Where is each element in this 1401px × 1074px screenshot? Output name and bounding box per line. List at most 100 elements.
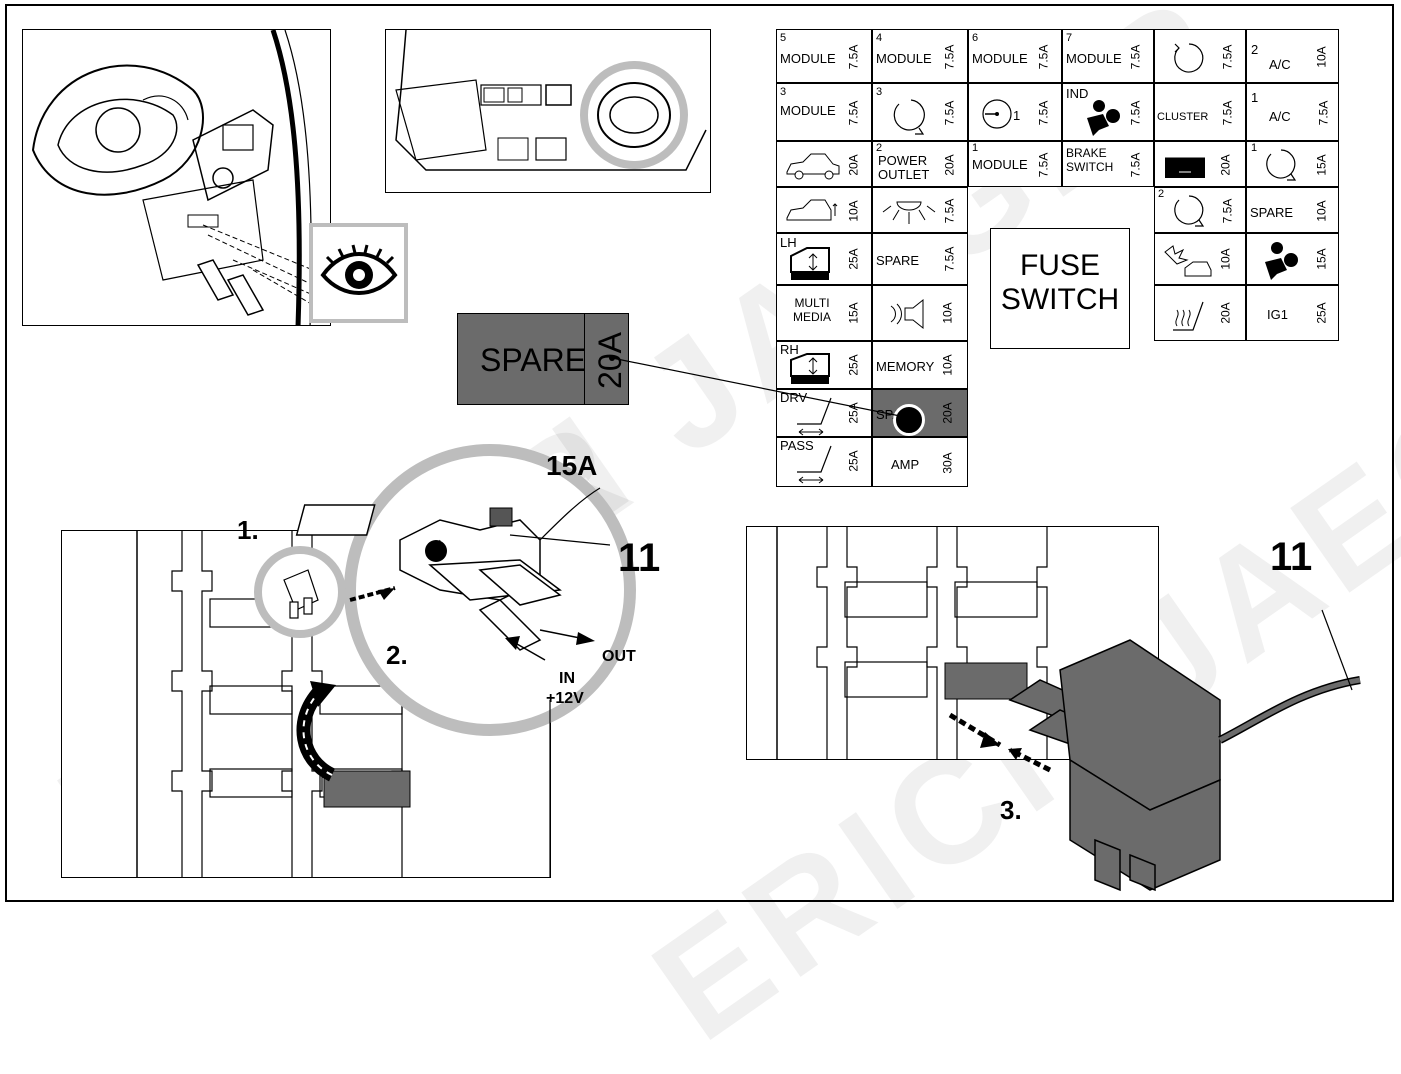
fuse-amp: 25A — [846, 450, 861, 472]
fuse-amp: 10A — [940, 354, 955, 376]
fuse-seat-pass[interactable]: PASS 25A — [776, 437, 872, 487]
fuse-number: 2 — [876, 142, 883, 154]
fuse-module-7[interactable]: 7 MODULE 7.5A — [1062, 29, 1154, 83]
fuse-cluster[interactable]: CLUSTER 7.5A — [1154, 83, 1246, 141]
part-number-label: 11 — [618, 536, 661, 580]
fuse-rotation-2[interactable]: 2 7.5A — [1154, 187, 1246, 233]
fuse-amp: 7.5A — [942, 44, 957, 70]
fuse-switch-label: FUSE SWITCH — [1000, 249, 1120, 316]
fuse-amp: 7.5A — [1220, 100, 1235, 126]
fuse-spare-20a[interactable]: SPARE 20A — [872, 389, 968, 437]
fuse-number: 4 — [876, 32, 883, 44]
fuse-amp: 7.5A — [1220, 198, 1235, 224]
fuse-label: CLUSTER — [1157, 111, 1209, 123]
fuse-lamp[interactable]: 7.5A — [872, 187, 968, 233]
in-label: IN — [559, 670, 575, 687]
fuse-module-3[interactable]: 3 MODULE 7.5A — [776, 83, 872, 141]
fuse-label: SPARE — [876, 253, 920, 268]
fuse-number: 1 — [1251, 90, 1259, 105]
fuse-panel-right-view — [746, 526, 1159, 760]
fuse-module-1[interactable]: 1 MODULE 7.5A — [968, 141, 1062, 187]
fuse-crash[interactable]: 10A — [1154, 233, 1246, 285]
fuse-amp-30a[interactable]: AMP 30A — [872, 437, 968, 487]
fuse-gauge-1[interactable]: 1 7.5A — [968, 83, 1062, 141]
fuse-module-5[interactable]: 5 MODULE 7.5A — [776, 29, 872, 83]
step-2-label: 2. — [386, 640, 408, 670]
fuse-rotation-1[interactable]: 1 15A — [1246, 141, 1339, 187]
fuse-ac-1[interactable]: 1 A/C 7.5A — [1246, 83, 1339, 141]
fuse-amp: 30A — [940, 452, 955, 474]
dashboard-front-panel — [385, 29, 711, 193]
fuse-module-6[interactable]: 6 MODULE 7.5A — [968, 29, 1062, 83]
fuse-multimedia[interactable]: MULTI MEDIA 15A — [776, 285, 872, 341]
fuse-number: 1 — [1013, 108, 1021, 123]
fuse-car-hatch[interactable]: 10A — [776, 187, 872, 233]
fuse-label: MODULE — [780, 51, 836, 66]
rear-window-icon — [1165, 157, 1205, 178]
rotation-icon — [1174, 195, 1205, 227]
fuse-amp: 7.5A — [1036, 100, 1051, 126]
fuse-label: MEMORY — [876, 359, 935, 374]
fuse-amp: 20A — [846, 154, 861, 176]
car-hatch-icon — [786, 199, 838, 221]
fuse-amp: 25A — [846, 402, 861, 424]
fuse-seat-heater[interactable]: 20A — [1154, 285, 1246, 341]
seat-adjust-icon — [797, 445, 832, 484]
fuse-car-20a[interactable]: 20A — [776, 141, 872, 187]
fuse-label: BRAKE SWITCH — [1066, 146, 1114, 174]
fuse-label: LH — [780, 235, 797, 250]
fuse-number: 3 — [876, 86, 883, 98]
fuse-amp: 15A — [1314, 154, 1329, 176]
fuse-ig1[interactable]: IG1 25A — [1246, 285, 1339, 341]
fuse-amp: 7.5A — [1128, 100, 1143, 126]
voltage-label: +12V — [546, 690, 584, 707]
fuse-airbag[interactable]: 15A — [1246, 233, 1339, 285]
fuse-switch[interactable]: FUSE SWITCH — [990, 228, 1130, 349]
step-1-label: 1. — [237, 515, 259, 545]
speaker-icon — [890, 298, 924, 330]
fuse-label: MULTI MEDIA — [792, 296, 831, 324]
airbag-icon — [1087, 100, 1120, 136]
fuse-amp: 15A — [1314, 248, 1329, 270]
fuse-spare-10a[interactable]: SPARE 10A — [1246, 187, 1339, 233]
fuse-amp: 7.5A — [1316, 100, 1331, 126]
fuse-amp: 7.5A — [942, 100, 957, 126]
fuse-seat-drv[interactable]: DRV 25A — [776, 389, 872, 437]
fuse-number: 1 — [1251, 142, 1258, 154]
fuse-amp: 7.5A — [942, 198, 957, 224]
dashboard-drawing — [31, 30, 314, 325]
fuse-label: POWER OUTLET — [878, 153, 930, 182]
step-3-label: 3. — [1000, 795, 1022, 825]
fuse-ind[interactable]: IND 7.5A — [1062, 83, 1154, 141]
fuse-amp: 20A — [1218, 154, 1233, 176]
fuse-window-lh[interactable]: LH 25A — [776, 233, 872, 285]
fuse-window-rh[interactable]: RH 25A — [776, 341, 872, 389]
fuse-rear-window[interactable]: 20A — [1154, 141, 1246, 187]
fuse-label: MODULE — [1066, 51, 1122, 66]
fuse-number: 7 — [1066, 32, 1073, 44]
fuse-module-4[interactable]: 4 MODULE 7.5A — [872, 29, 968, 83]
adapter-fuse-rating: 15A — [546, 450, 598, 481]
fuse-amp: 10A — [940, 302, 955, 324]
fuse-ac-2[interactable]: 2 A/C 10A — [1246, 29, 1339, 83]
fuse-amp: 7.5A — [846, 100, 861, 126]
fuse-label: IND — [1066, 86, 1089, 101]
fuse-number: 3 — [780, 86, 787, 98]
fuse-amp: 10A — [1314, 46, 1329, 68]
dashboard-front-drawing — [395, 30, 707, 171]
fuse-slots-drawing — [136, 531, 411, 877]
fuse-amp: 25A — [1314, 302, 1329, 324]
fuse-spare-7-5a[interactable]: SPARE 7.5A — [872, 233, 968, 285]
fuse-amp: 25A — [846, 354, 861, 376]
fuse-rotation[interactable]: 7.5A — [1154, 29, 1246, 83]
out-label: OUT — [602, 648, 636, 665]
fuse-amp: 10A — [1314, 200, 1329, 222]
fuse-brake-switch[interactable]: BRAKE SWITCH 7.5A — [1062, 141, 1154, 187]
fuse-rotation-3[interactable]: 3 7.5A — [872, 83, 968, 141]
fuse-speaker[interactable]: 10A — [872, 285, 968, 341]
lamp-icon — [882, 201, 936, 224]
fuse-slots-drawing — [776, 527, 1048, 759]
fuse-label: AMP — [891, 457, 920, 472]
fuse-memory[interactable]: MEMORY 10A — [872, 341, 968, 389]
fuse-power-outlet[interactable]: 2 POWER OUTLET 20A — [872, 141, 968, 187]
